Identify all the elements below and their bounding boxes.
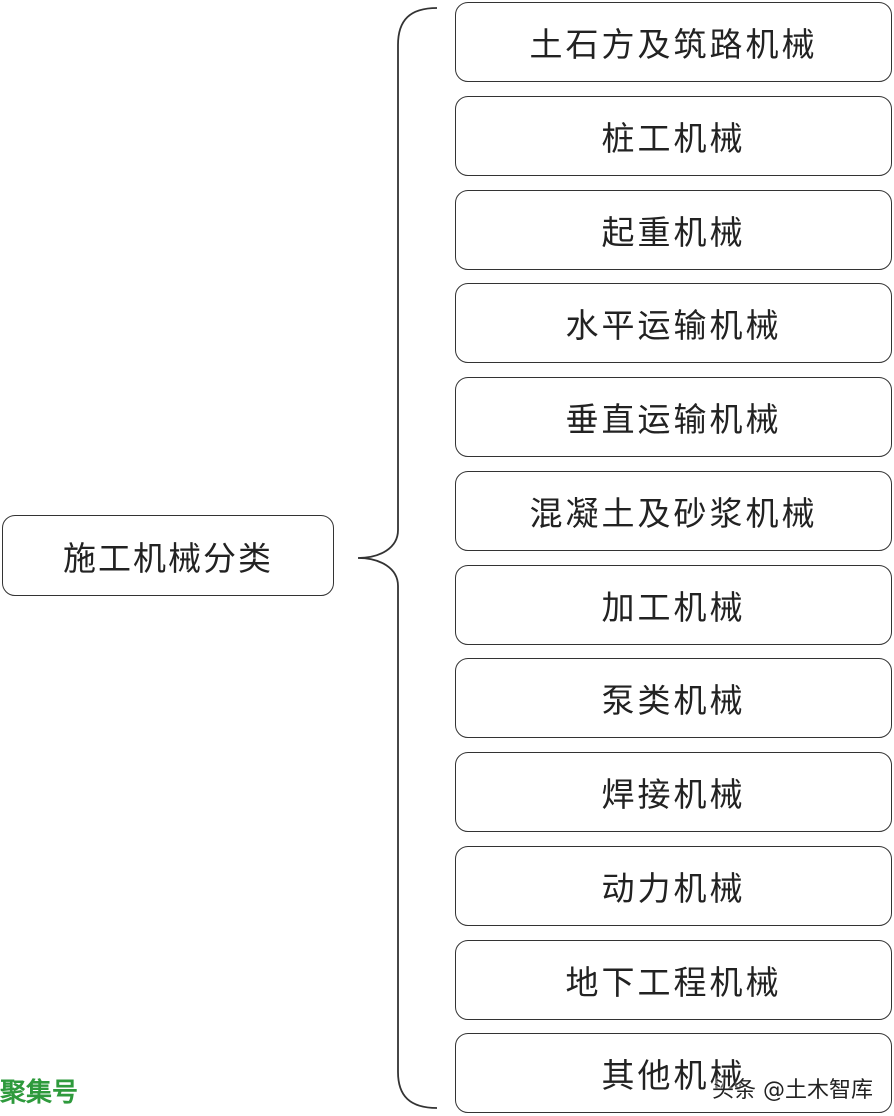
category-label: 泵类机械 (601, 681, 746, 720)
category-earthwork-road-machinery: 土石方及筑路机械 (455, 2, 892, 82)
category-label: 混凝土及砂浆机械 (529, 494, 818, 533)
root-node-label: 施工机械分类 (63, 538, 273, 578)
category-horizontal-transport-machinery: 水平运输机械 (455, 283, 892, 363)
root-node-construction-machinery-classification: 施工机械分类 (2, 515, 334, 596)
category-label: 其他机械 (601, 1056, 746, 1095)
source-watermark: 头条 @土木智库 (712, 1078, 873, 1103)
category-label: 垂直运输机械 (565, 400, 782, 439)
category-underground-engineering-machinery: 地下工程机械 (455, 940, 892, 1020)
category-label: 土石方及筑路机械 (529, 25, 818, 64)
category-welding-machinery: 焊接机械 (455, 752, 892, 832)
category-piling-machinery: 桩工机械 (455, 96, 892, 176)
category-label: 焊接机械 (601, 775, 746, 814)
category-vertical-transport-machinery: 垂直运输机械 (455, 377, 892, 457)
category-label: 桩工机械 (601, 119, 746, 158)
category-label: 起重机械 (601, 213, 746, 252)
category-label: 动力机械 (601, 869, 746, 908)
category-label: 加工机械 (601, 588, 746, 627)
category-other-machinery: 其他机械 (455, 1033, 892, 1113)
category-concrete-mortar-machinery: 混凝土及砂浆机械 (455, 471, 892, 551)
category-lifting-machinery: 起重机械 (455, 190, 892, 270)
category-label: 地下工程机械 (565, 963, 782, 1002)
category-processing-machinery: 加工机械 (455, 565, 892, 645)
category-label: 水平运输机械 (565, 306, 782, 345)
category-pump-machinery: 泵类机械 (455, 658, 892, 738)
category-power-machinery: 动力机械 (455, 846, 892, 926)
brand-logo-text: 聚集号 (0, 1078, 79, 1108)
